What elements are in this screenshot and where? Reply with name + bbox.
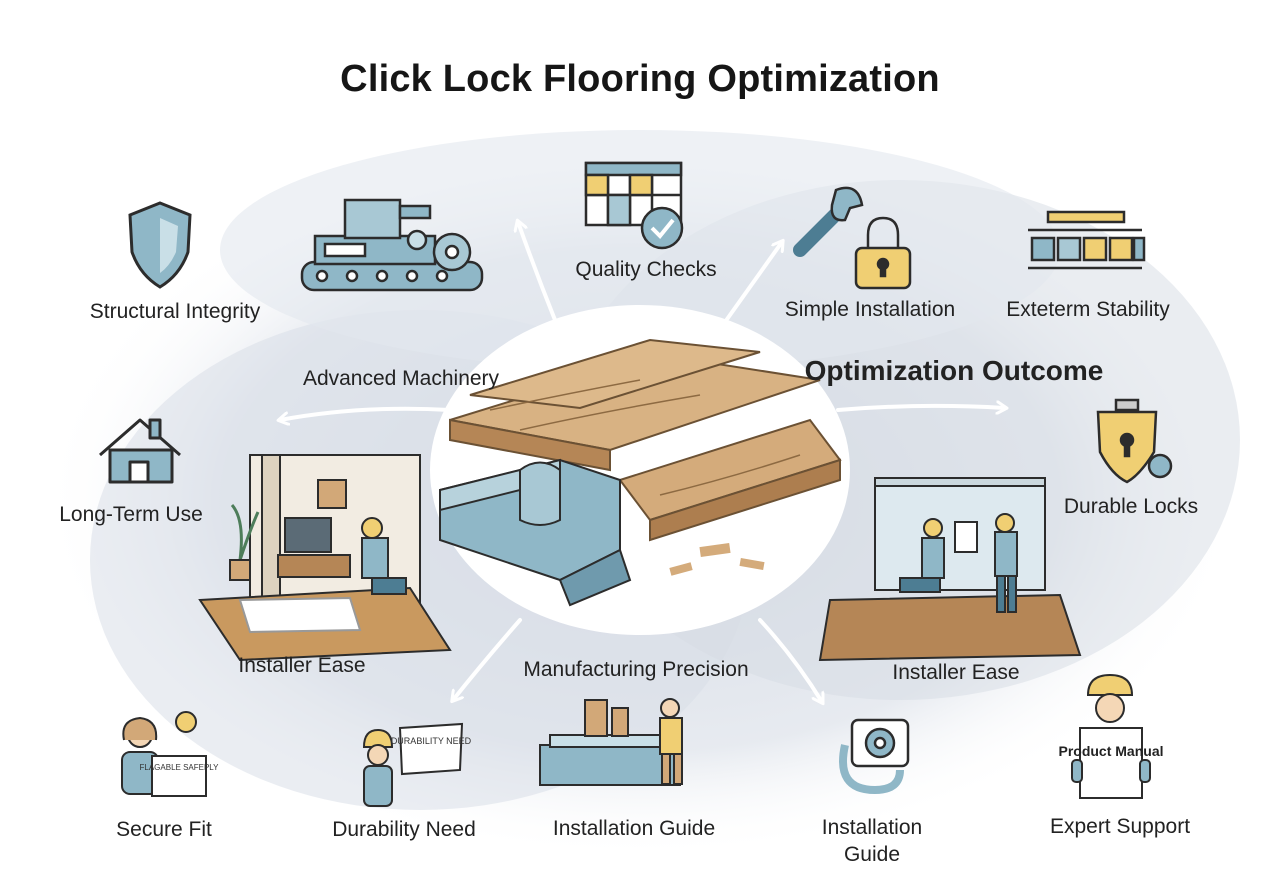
durability-sign-text: DURABILITY NEED [391,736,472,746]
secure-fit-sign-text: FLAGABLE SAFEPLY [140,763,220,772]
label-quality-checks: Quality Checks [575,258,717,281]
label-manufacturing-precision: Manufacturing Precision [523,658,749,681]
house-icon [99,418,181,484]
two-installers-scene [818,477,1082,662]
secure-fit-person-icon [121,711,207,797]
label-optimization-outcome: Optimization Outcome [804,355,1104,386]
padlock-icon [854,216,912,290]
durability-worker-icon [362,722,464,807]
arrow-to-simple-installation [723,242,782,324]
label-structural-integrity: Structural Integrity [89,300,261,323]
living-room-installer-scene [198,454,452,662]
product-manual-text: Product Manual [1058,743,1163,759]
shield-icon [128,201,192,289]
label-installer-ease-right: Installer Ease [892,661,1020,684]
label-installation-guide-right: Installation Guide [821,816,923,866]
label-long-term-use: Long-Term Use [59,503,203,526]
stability-planks-icon [1028,210,1146,270]
arrow-to-installation-guide [758,618,822,702]
arrow-to-quality-checks [518,222,557,322]
diagram-title: Click Lock Flooring Optimization [340,58,940,100]
label-secure-fit: Secure Fit [116,818,212,841]
quality-check-grid-icon [584,161,684,250]
connector-arrows [280,222,1005,702]
wrench-icon [793,186,864,257]
label-durable-locks: Durable Locks [1063,495,1199,518]
label-simple-installation: Simple Installation [784,298,956,321]
arrow-to-long-term-use [280,406,452,420]
expert-worker-icon [1071,673,1151,799]
label-installer-ease-left: Installer Ease [238,654,366,677]
machinery-icon [300,198,484,292]
label-expert-support: Expert Support [1049,815,1191,838]
arrow-to-secure-fit-area [453,618,522,700]
label-advanced-machinery: Advanced Machinery [302,367,500,390]
durable-lock-icon [1096,398,1173,484]
arrow-to-optimization-outcome [836,406,1005,410]
center-flooring-illustration [430,305,850,635]
label-installation-guide-center: Installation Guide [552,817,716,840]
label-durability-need: Durability Need [332,818,476,841]
label-exteterm-stability: Exteterm Stability [1006,298,1170,321]
manufacturing-line-icon [539,698,683,786]
gear-cycle-icon [839,718,910,795]
